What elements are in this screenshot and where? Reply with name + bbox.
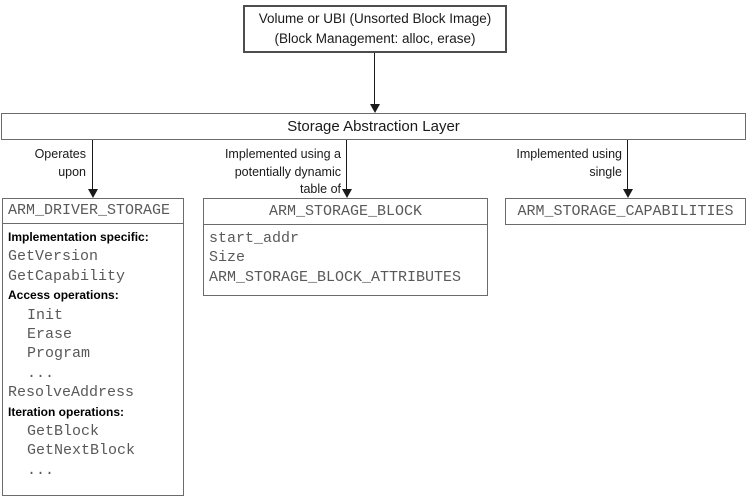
arrowhead-down-icon [88, 189, 98, 198]
driver-item: GetVersion [8, 248, 99, 266]
driver-item: Init [27, 306, 64, 324]
driver-item: Implementation specific: [8, 230, 149, 244]
arrow-line [374, 53, 375, 104]
edge-label-dynamic-table: Implemented using a potentially dynamic … [225, 146, 341, 199]
edge-label-line: Implemented using a [224, 147, 341, 161]
driver-item: Access operations: [8, 288, 119, 303]
arm-storage-block-title: ARM_STORAGE_BLOCK [204, 199, 487, 225]
storage-abstraction-layer-title: Storage Abstraction Layer [287, 118, 460, 135]
volume-ubi-line2: (Block Management: alloc, erase) [274, 31, 476, 46]
arm-driver-storage-body: Implementation specific: GetVersion GetC… [3, 224, 183, 480]
arrow-line [92, 140, 93, 189]
driver-item: GetNextBlock [27, 442, 136, 460]
volume-ubi-box: Volume or UBI (Unsorted Block Image) (Bl… [243, 5, 507, 53]
arm-storage-block-body: start_addr Size ARM_STORAGE_BLOCK_ATTRIB… [204, 225, 487, 287]
storage-abstraction-layer-box: Storage Abstraction Layer [1, 113, 746, 140]
edge-label-single: Implemented using single [516, 146, 622, 181]
driver-item: Program [27, 345, 91, 363]
edge-label-line: Operates [34, 147, 86, 161]
edge-label-line: table of [299, 182, 341, 196]
edge-label-line: potentially dynamic [234, 164, 341, 179]
driver-item: ... [27, 364, 55, 382]
driver-item: Erase [27, 325, 73, 343]
arm-storage-block-box: ARM_STORAGE_BLOCK start_addr Size ARM_ST… [203, 198, 488, 296]
edge-label-line: Implemented using [516, 147, 622, 161]
driver-item: GetCapability [8, 267, 126, 285]
arrow-line [346, 140, 347, 189]
arrowhead-down-icon [370, 104, 380, 113]
block-field: Size [209, 249, 246, 267]
arm-storage-capabilities-title: ARM_STORAGE_CAPABILITIES [517, 203, 734, 220]
arm-driver-storage-title: ARM_DRIVER_STORAGE [3, 199, 183, 224]
arrowhead-down-icon [623, 189, 633, 198]
driver-item: ... [27, 461, 55, 479]
arm-driver-storage-box: ARM_DRIVER_STORAGE Implementation specif… [2, 198, 184, 496]
volume-ubi-line1: Volume or UBI (Unsorted Block Image) [258, 11, 492, 26]
arrow-line [627, 140, 628, 189]
edge-label-operates-upon: Operates upon [35, 146, 86, 181]
driver-item: GetBlock [27, 422, 100, 440]
driver-item: ResolveAddress [8, 384, 135, 402]
block-field: ARM_STORAGE_BLOCK_ATTRIBUTES [209, 268, 462, 286]
edge-label-line: single [589, 164, 622, 179]
edge-label-line: upon [58, 164, 86, 179]
arrowhead-down-icon [342, 189, 352, 198]
arm-storage-capabilities-box: ARM_STORAGE_CAPABILITIES [505, 198, 746, 225]
driver-item: Iteration operations: [8, 404, 125, 419]
block-field: start_addr [209, 230, 300, 247]
